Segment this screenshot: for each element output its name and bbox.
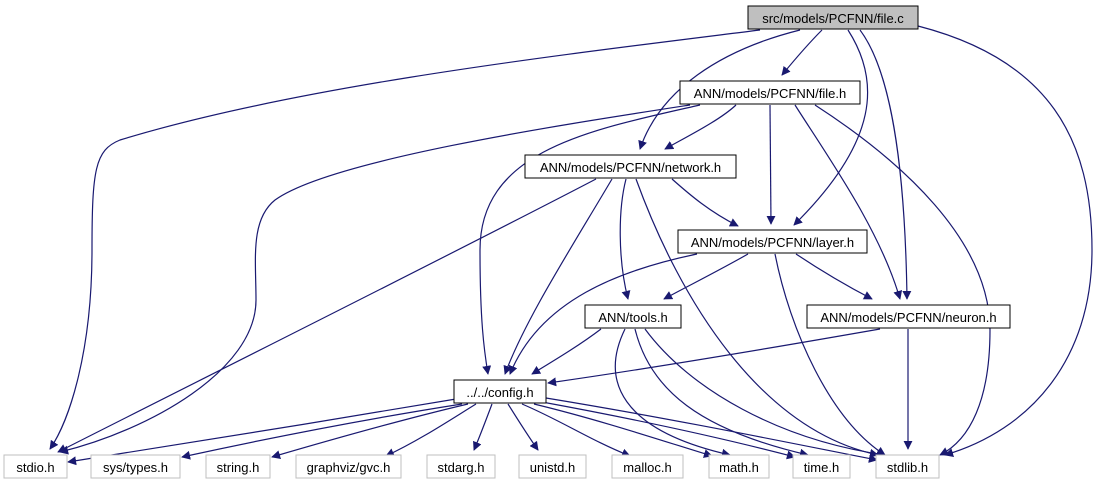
node-config-h[interactable]: ../../config.h xyxy=(453,379,547,404)
node-label: math.h xyxy=(719,460,759,475)
node-math-h: math.h xyxy=(708,454,770,479)
node-box xyxy=(518,454,587,479)
edge-tools-h-to-stdlib-h xyxy=(644,328,886,459)
node-tools-h[interactable]: ANN/tools.h xyxy=(584,304,682,329)
edge-file-c-to-neuron-h xyxy=(859,29,912,300)
edge-config-h-to-malloc-h xyxy=(521,403,631,458)
node-gvc-h: graphviz/gvc.h xyxy=(295,454,402,479)
edge-config-h-to-unistd-h xyxy=(507,403,539,451)
nodes-layer: src/models/PCFNN/file.cANN/models/PCFNN/… xyxy=(3,5,1011,479)
node-label: string.h xyxy=(217,460,260,475)
node-label: ../../config.h xyxy=(466,385,533,400)
node-box xyxy=(524,154,737,179)
node-box xyxy=(708,454,770,479)
node-box xyxy=(90,454,181,479)
node-time-h: time.h xyxy=(792,454,851,479)
node-label: stdlib.h xyxy=(887,460,928,475)
edge-config-h-to-gvc-h xyxy=(385,403,477,457)
edge-neuron-h-to-config-h xyxy=(547,328,881,387)
node-network-h[interactable]: ANN/models/PCFNN/network.h xyxy=(524,154,737,179)
node-label: unistd.h xyxy=(530,460,576,475)
node-string-h: string.h xyxy=(205,454,271,479)
edge-file-c-to-stdlib-h xyxy=(917,25,1093,458)
node-stdarg-h: stdarg.h xyxy=(426,454,496,479)
node-box xyxy=(584,304,682,329)
edge-file-c-to-layer-h xyxy=(793,29,869,226)
node-systypes-h: sys/types.h xyxy=(90,454,181,479)
node-unistd-h: unistd.h xyxy=(518,454,587,479)
node-label: ANN/models/PCFNN/neuron.h xyxy=(820,310,996,325)
edge-file-c-to-network-h xyxy=(638,29,801,150)
node-label: stdarg.h xyxy=(438,460,485,475)
edge-tools-h-to-config-h xyxy=(531,328,602,375)
node-layer-h[interactable]: ANN/models/PCFNN/layer.h xyxy=(677,229,868,254)
node-box xyxy=(3,454,68,479)
node-label: ANN/models/PCFNN/layer.h xyxy=(691,235,854,250)
node-label: ANN/models/PCFNN/network.h xyxy=(540,160,721,175)
node-label: stdio.h xyxy=(16,460,54,475)
node-box xyxy=(295,454,402,479)
edge-network-h-to-stdio-h xyxy=(57,178,597,453)
edge-config-h-to-string-h xyxy=(271,403,469,460)
edge-tools-h-to-time-h xyxy=(634,328,809,458)
node-box xyxy=(747,5,919,30)
node-file-h[interactable]: ANN/models/PCFNN/file.h xyxy=(679,80,861,105)
edge-network-h-to-layer-h xyxy=(671,178,739,227)
edge-config-h-to-stdlib-h xyxy=(545,397,878,463)
node-box xyxy=(679,80,861,105)
edge-config-h-to-time-h xyxy=(541,401,796,460)
node-label: time.h xyxy=(804,460,839,475)
node-box xyxy=(453,379,547,404)
edge-config-h-to-stdarg-h xyxy=(473,403,493,451)
edge-config-h-to-systypes-h xyxy=(181,403,463,460)
edge-layer-h-to-stdlib-h xyxy=(774,253,886,456)
node-file-c[interactable]: src/models/PCFNN/file.c xyxy=(747,5,919,30)
edge-file-h-to-config-h xyxy=(479,104,701,375)
node-label: malloc.h xyxy=(623,460,671,475)
node-stdlib-h: stdlib.h xyxy=(875,454,940,479)
node-box xyxy=(426,454,496,479)
edge-file-h-to-layer-h xyxy=(766,104,776,225)
edge-config-h-to-math-h xyxy=(533,403,713,458)
node-label: graphviz/gvc.h xyxy=(307,460,391,475)
edge-file-h-to-network-h xyxy=(664,104,737,150)
node-box xyxy=(205,454,271,479)
edge-network-h-to-stdlib-h xyxy=(635,178,879,458)
node-box xyxy=(611,454,684,479)
node-box xyxy=(677,229,868,254)
node-label: src/models/PCFNN/file.c xyxy=(762,11,904,26)
edge-file-c-to-file-h xyxy=(781,29,823,76)
node-stdio-h: stdio.h xyxy=(3,454,68,479)
node-label: ANN/tools.h xyxy=(598,310,667,325)
node-box xyxy=(806,304,1011,329)
edge-layer-h-to-config-h xyxy=(508,253,698,375)
edge-file-c-to-stdio-h xyxy=(49,29,761,450)
node-label: ANN/models/PCFNN/file.h xyxy=(694,86,846,101)
node-neuron-h[interactable]: ANN/models/PCFNN/neuron.h xyxy=(806,304,1011,329)
edge-file-h-to-neuron-h xyxy=(794,104,903,300)
edge-config-h-to-stdio-h xyxy=(67,398,457,466)
edges-layer xyxy=(49,25,1093,466)
edge-network-h-to-tools-h xyxy=(619,178,631,300)
edge-layer-h-to-tools-h xyxy=(663,253,749,300)
edge-network-h-to-config-h xyxy=(503,178,613,375)
edge-file-h-to-stdio-h xyxy=(59,104,691,455)
node-box xyxy=(792,454,851,479)
node-malloc-h: malloc.h xyxy=(611,454,684,479)
node-box xyxy=(875,454,940,479)
edge-layer-h-to-neuron-h xyxy=(795,253,873,300)
node-label: sys/types.h xyxy=(103,460,168,475)
edge-file-h-to-stdlib-h xyxy=(814,104,991,456)
edge-tools-h-to-math-h xyxy=(614,328,731,458)
